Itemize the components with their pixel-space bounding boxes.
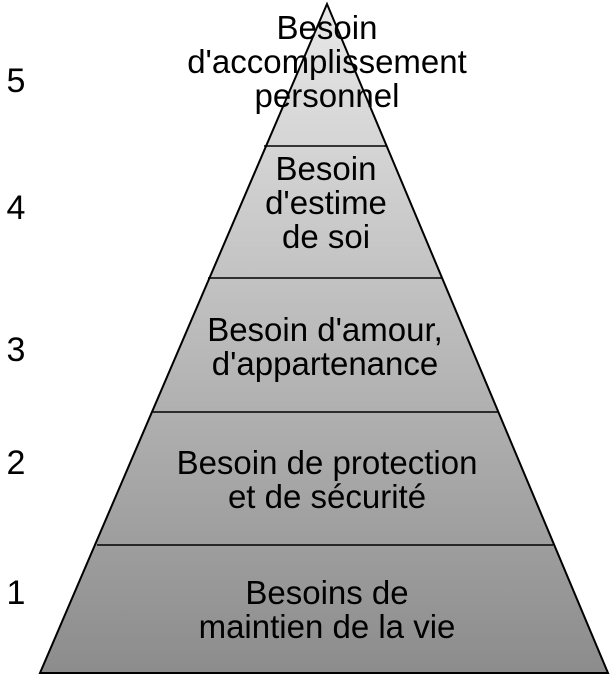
level-number-5: 5	[6, 62, 26, 100]
level-label-2: Besoin de protection et de sécurité	[176, 444, 478, 515]
level-number-4: 4	[6, 189, 26, 227]
level-label-1: Besoins de maintien de la vie	[198, 574, 456, 645]
level-label-4: Besoin d'estime de soi	[265, 150, 387, 255]
pyramid-shape	[38, 1, 610, 674]
level-label-5: Besoin d'accomplissement personnel	[187, 9, 467, 114]
level-number-1: 1	[6, 574, 26, 612]
level-label-3: Besoin d'amour, d'appartenance	[207, 311, 443, 382]
level-number-2: 2	[6, 444, 26, 482]
level-number-3: 3	[6, 331, 26, 369]
